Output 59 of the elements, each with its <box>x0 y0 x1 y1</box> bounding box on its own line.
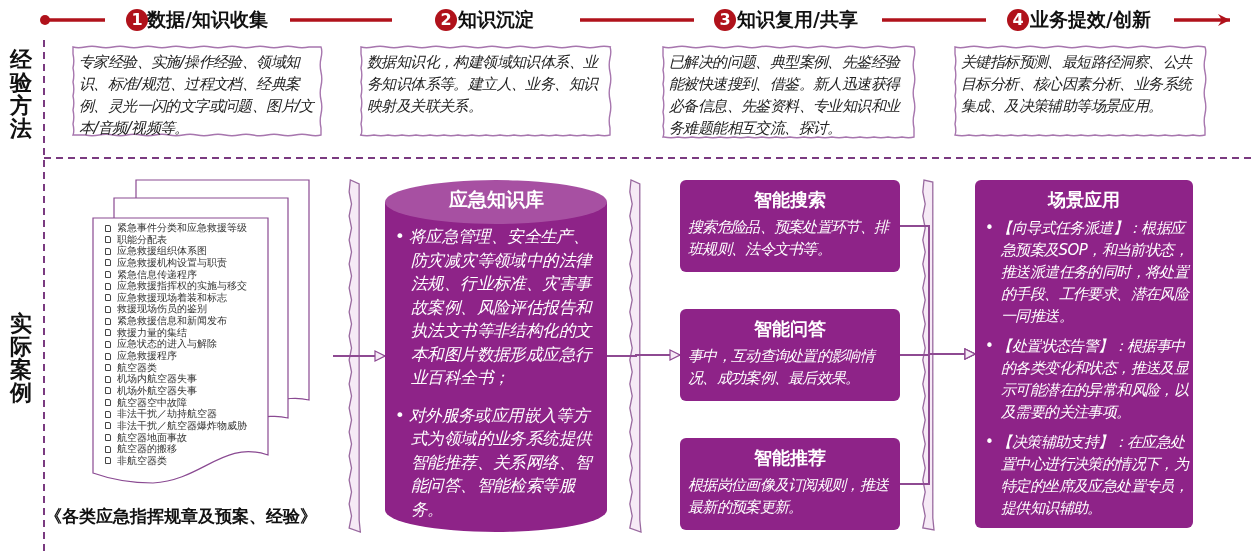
note-text: 关键指标预测、最短路径洞察、公共目标分析、核心因素分析、业务系统集成、及决策辅助等场景应用。 <box>960 52 1195 117</box>
card-text: 搜索危险品、预案处置环节、排班规则、法令文书等。 <box>687 217 892 260</box>
list-item: 应急救援机构设置与职责 <box>117 256 227 269</box>
bullet-text: • 【决策辅助支持】：在应急处置中心进行决策的情况下，为特定的坐席及应急处置专员，提供知识辅助。 <box>985 432 1191 519</box>
step-title: 知识复用/共享 <box>737 7 858 32</box>
list-item: 机场内航空器失事 <box>117 373 197 385</box>
list-item: 应急救援现场着装和标志 <box>117 291 227 304</box>
list-item: 救援力量的集结 <box>117 326 187 339</box>
list-item: 非法干扰／劫持航空器 <box>117 408 217 420</box>
feature-card <box>680 438 900 530</box>
application-panel <box>975 180 1193 528</box>
row-title: 实际案例 <box>10 312 33 404</box>
note-box <box>661 44 916 140</box>
card-title: 智能问答 <box>753 317 827 340</box>
list-item: 航空器类 <box>117 361 157 374</box>
list-item: 航空器地面事故 <box>117 431 187 443</box>
bullet-text: • 将应急管理、安全生产、防灾减灾等领域中的法律法规、行业标准、灾害事故案例、风险评估报告和执法文书等非结构化的文本和图片数据形成应急行业百科全书； <box>395 226 594 389</box>
note-text: 数据知识化，构建领域知识体系、业务知识体系等。建立人、业务、知识映射及关联关系。 <box>366 52 600 117</box>
list-item: 紧急信息传递程序 <box>117 268 197 281</box>
list-item: 应急状态的进入与解除 <box>117 338 217 350</box>
step-number: 3 <box>714 9 736 31</box>
document-caption: 《各类应急指挥规章及预案、经验》 <box>45 505 317 528</box>
step-title: 业务提效/创新 <box>1030 7 1151 32</box>
list-item: 紧急事件分类和应急救援等级 <box>117 222 247 234</box>
list-item: 非航空器类 <box>117 454 167 467</box>
list-item: 职能分配表 <box>117 233 167 246</box>
feature-card <box>680 309 900 401</box>
list-item: 紧急救援信息和新闻发布 <box>117 315 227 327</box>
panel-title: 场景应用 <box>1046 188 1121 211</box>
card-title: 智能搜索 <box>753 188 827 211</box>
list-item: 航空器空中故障 <box>117 396 187 409</box>
card-title: 智能推荐 <box>753 446 827 469</box>
list-item: 航空器的搬移 <box>117 443 177 455</box>
step-number: 4 <box>1007 9 1029 31</box>
brace-arrow <box>606 179 681 533</box>
bullet-text: • 对外服务或应用嵌入等方式为领域的业务系统提供智能推荐、关系网络、智能问答、智能检索等服务。 <box>395 404 595 521</box>
step-number: 1 <box>126 9 148 31</box>
brace-arrow <box>332 179 386 533</box>
list-item: 非法干扰／航空器爆炸物威胁 <box>117 419 247 432</box>
list-item: 救援现场伤员的鉴别 <box>117 303 207 315</box>
cylinder-title: 应急知识库 <box>447 187 545 211</box>
database-cylinder <box>385 180 607 532</box>
feature-card <box>680 180 900 272</box>
card-text: 根据岗位画像及订阅规则，推送最新的预案更新。 <box>687 475 890 518</box>
step-title: 知识沉淀 <box>458 7 534 32</box>
bullet-text: • 【处置状态告警】：根据事中的各类变化和状态，推送及显示可能潜在的异常和风险，以及需要的关注事项。 <box>985 336 1190 423</box>
step-number: 2 <box>435 9 457 31</box>
list-item: 机场外航空器失事 <box>117 384 197 397</box>
note-text: 专家经验、实施/操作经验、领域知识、标准/规范、过程文档、经典案例、灵光一闪的文字或问题、图片/文本/音频/视频等。 <box>78 52 316 139</box>
list-item: 应急救援程序 <box>117 350 177 362</box>
bullet-text: • 【向导式任务派遣】：根据应急预案及SOP，和当前状态，推送派遣任务的同时，将处置的手段、工作要求、潜在风险一同推送。 <box>985 218 1191 327</box>
card-text: 事中，互动查询处置的影响情况、成功案例、最后效果。 <box>680 340 900 389</box>
step-title: 数据/知识收集 <box>147 7 268 32</box>
list-item: 应急救援指挥权的实施与移交 <box>117 280 247 292</box>
row-title: 经验方法 <box>10 48 33 140</box>
note-box <box>953 44 1207 138</box>
note-box <box>359 44 612 138</box>
note-text: 已解决的问题、典型案例、先鉴经验能被快速搜到、借鉴。新人迅速获得必备信息、先鉴资料、专业知识和业务难题能相互交流、探讨。 <box>668 52 902 139</box>
list-item: 应急救援组织体系图 <box>117 245 207 257</box>
